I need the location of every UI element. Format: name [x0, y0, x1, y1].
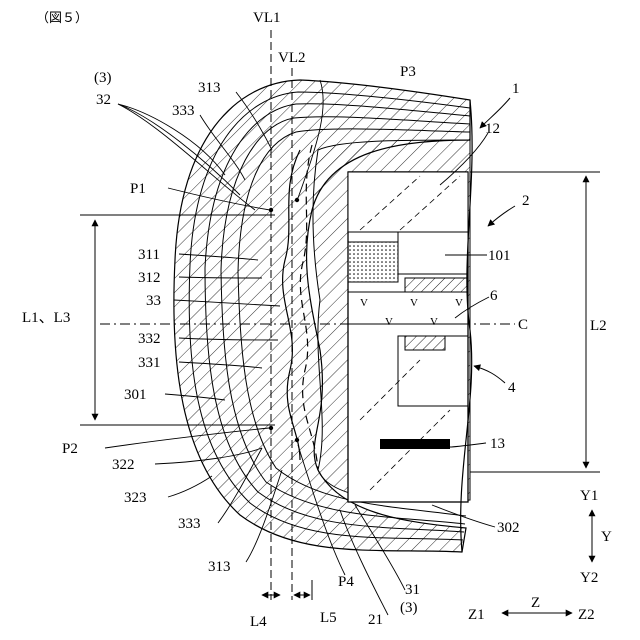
label-311: 311	[138, 247, 160, 263]
label-12: 12	[485, 121, 500, 137]
arrow-2	[488, 206, 515, 226]
label-vl2: VL2	[278, 50, 306, 66]
svg-text:V: V	[360, 297, 368, 309]
label-302: 302	[497, 520, 520, 536]
label-322: 322	[112, 457, 135, 473]
label-p2: P2	[62, 441, 78, 457]
label-32: 32	[96, 92, 111, 108]
svg-text:V: V	[385, 316, 393, 328]
arrow-4	[474, 366, 505, 383]
label-y: Y	[601, 529, 612, 545]
label-331: 331	[138, 355, 161, 371]
label-l4: L4	[250, 614, 267, 630]
label-y2: Y2	[580, 570, 598, 586]
label-3-top: (3)	[94, 70, 112, 86]
device-box: V V V V V	[348, 172, 468, 502]
dimension-l4-l5	[262, 580, 312, 600]
label-21: 21	[368, 612, 383, 628]
label-312: 312	[138, 270, 161, 286]
label-333-bottom: 333	[178, 516, 201, 532]
label-c: C	[518, 317, 528, 333]
label-332: 332	[138, 331, 161, 347]
label-l5: L5	[320, 610, 337, 626]
label-313-top: 313	[198, 80, 221, 96]
label-p4: P4	[338, 574, 354, 590]
label-p3: P3	[400, 64, 416, 80]
label-33: 33	[146, 293, 161, 309]
label-313-bottom: 313	[208, 559, 231, 575]
label-p1: P1	[130, 181, 146, 197]
dimension-l2	[470, 172, 600, 472]
label-z2: Z2	[578, 607, 595, 623]
label-l2: L2	[590, 318, 607, 334]
label-1: 1	[512, 81, 520, 97]
label-4: 4	[508, 380, 516, 396]
svg-text:V: V	[410, 297, 418, 309]
label-101: 101	[488, 248, 511, 264]
label-3-bottom: (3)	[400, 600, 418, 616]
figure-caption: （図５）	[36, 10, 88, 25]
svg-text:V: V	[455, 297, 463, 309]
label-6: 6	[490, 288, 498, 304]
svg-text:V: V	[430, 316, 438, 328]
label-y1: Y1	[580, 488, 598, 504]
label-2: 2	[522, 193, 530, 209]
label-13: 13	[490, 436, 505, 452]
label-vl1: VL1	[253, 10, 281, 26]
label-323: 323	[124, 490, 147, 506]
label-333-top: 333	[172, 103, 195, 119]
label-31: 31	[405, 582, 420, 598]
label-301: 301	[124, 387, 147, 403]
label-z1: Z1	[468, 607, 485, 623]
label-z: Z	[531, 595, 540, 611]
label-l1-l3: L1、L3	[22, 310, 70, 326]
